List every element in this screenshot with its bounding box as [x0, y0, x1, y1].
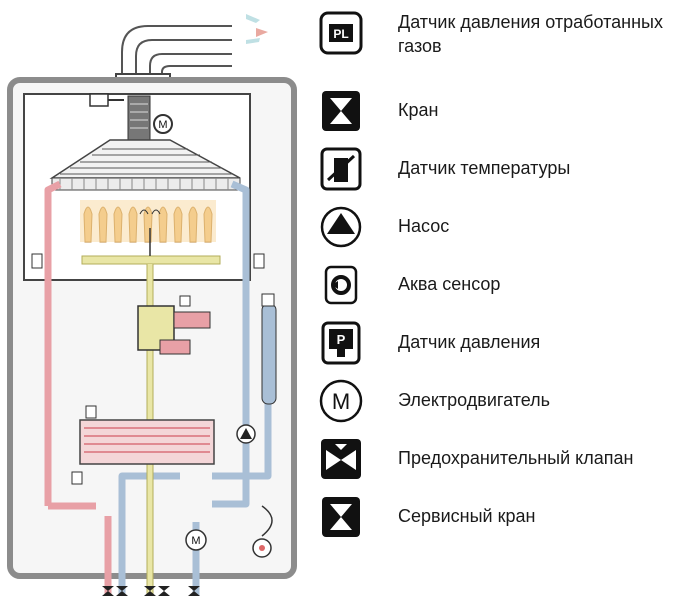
legend-label: Сервисный кран [398, 506, 536, 526]
pl-glyph: PL [333, 27, 348, 41]
pl-pressure-sensor-icon: PL [319, 11, 363, 55]
legend-label: Предохранительный клапан [398, 448, 634, 468]
legend-label: Кран [398, 100, 439, 120]
legend-label: Аква сенсор [398, 274, 501, 294]
legend: PL Датчик давления отработанных газов Кр… [312, 0, 700, 608]
legend-label: Датчик давления [398, 332, 541, 352]
legend-item-motor: M Электродвигатель [312, 378, 700, 434]
temperature-sensor-icon [320, 147, 362, 191]
valve-motor-icon [185, 529, 207, 551]
motor-icon: M [319, 379, 363, 423]
p-glyph: P [337, 332, 346, 347]
legend-item-aqua-sensor: Аква сенсор [312, 262, 700, 318]
inlet-valves [102, 586, 200, 596]
valve-icon [322, 91, 360, 131]
legend-item-pl-sensor: PL Датчик давления отработанных газов [312, 10, 700, 66]
valve-motor-label: M [191, 535, 200, 547]
pressure-sensor-icon: P [321, 321, 361, 365]
temp-sensors [31, 253, 265, 485]
legend-label: Датчик давления отработанных газов [398, 12, 663, 56]
legend-label: Электродвигатель [398, 390, 551, 410]
legend-item-service-valve: Сервисный кран [312, 494, 700, 550]
expansion-vessel [261, 303, 277, 405]
legend-label: Датчик температуры [398, 158, 571, 178]
pump-icon [320, 206, 362, 248]
flue-pressure-sensor-icon [89, 93, 109, 107]
m-glyph: M [332, 389, 350, 414]
legend-item-safety-valve: Предохранительный клапан [312, 436, 700, 492]
aqua-sensor-icon [324, 265, 358, 305]
fan-housing [127, 95, 151, 141]
legend-item-pump: Насос [312, 204, 700, 260]
legend-item-temp-sensor: Датчик температуры [312, 146, 700, 202]
flue-pipes [121, 25, 232, 88]
safety-valve-icon [321, 439, 361, 479]
exhaust-arrow [256, 28, 268, 37]
legend-item-pressure-sensor: P Датчик давления [312, 320, 700, 376]
service-valve-icon [322, 497, 360, 537]
gas-manifold [81, 255, 221, 265]
boiler-diagram: M [7, 14, 297, 596]
plate-heat-exchanger [79, 419, 215, 465]
legend-label: Насос [398, 216, 450, 236]
legend-item-valve: Кран [312, 88, 700, 144]
fan-motor-icon [153, 114, 173, 134]
fan-motor-label: M [158, 119, 167, 131]
